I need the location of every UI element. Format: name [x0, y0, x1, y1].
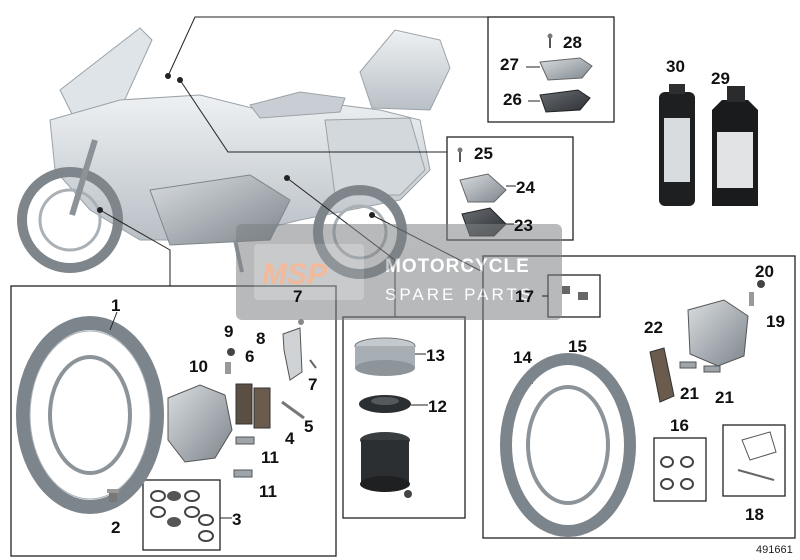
callout-7-top: 7	[293, 287, 302, 306]
part-22-brake-pad	[649, 347, 675, 403]
callout-15: 15	[568, 337, 587, 356]
part-1-brake-disc-front	[16, 316, 164, 514]
part-11-bolt-lower	[233, 469, 253, 478]
leader-dot	[369, 212, 375, 218]
part-28-screw	[547, 33, 553, 48]
callout-11-upper: 11	[261, 448, 279, 467]
part-12-dust-seal	[359, 395, 411, 413]
part-21-bolt-left	[679, 361, 697, 369]
callout-3: 3	[232, 510, 241, 529]
callout-11-lower: 11	[259, 482, 277, 501]
part-18-spring-kit	[737, 431, 777, 481]
part-13-piston	[354, 337, 416, 376]
callout-10: 10	[189, 357, 208, 376]
leader-line	[179, 79, 447, 153]
leader-dot	[97, 207, 103, 213]
part-30-spray-can	[659, 84, 695, 206]
part-29-brake-fluid-bottle	[712, 86, 758, 206]
part-caliper-front	[167, 384, 233, 463]
callout-9: 9	[224, 322, 233, 341]
frame-front-brake	[10, 285, 337, 557]
callout-6: 6	[245, 347, 254, 366]
part-7-clip	[309, 359, 317, 369]
part-11-bolt-upper	[235, 436, 255, 445]
callout-29: 29	[711, 69, 730, 88]
frame-master-cylinder-front	[487, 16, 615, 123]
callout-2: 2	[111, 518, 120, 537]
callout-22: 22	[644, 318, 663, 337]
callout-21-left: 21	[680, 384, 699, 403]
callout-8: 8	[256, 329, 265, 348]
part-21-bolt-right	[703, 365, 721, 373]
callout-25: 25	[474, 144, 493, 163]
part-25-screw	[457, 147, 463, 162]
callout-7-bottom: 7	[308, 375, 317, 394]
callout-4: 4	[285, 429, 295, 448]
callout-30: 30	[666, 57, 685, 76]
callout-27: 27	[500, 55, 519, 74]
part-3-seal-kit	[150, 490, 214, 542]
callouts: 1 2 3 4 5 6 7 7 8 9 10 11 11 12 13 14 15…	[111, 33, 785, 537]
document-id: 491661	[756, 544, 793, 556]
callout-23: 23	[514, 216, 533, 235]
callout-5: 5	[304, 417, 313, 436]
part-8-spring-plate	[282, 327, 303, 381]
leader-dot	[177, 77, 183, 83]
callout-28: 28	[563, 33, 582, 52]
leader-line	[99, 209, 171, 286]
part-6-brake-pads	[235, 383, 271, 429]
part-20-cap	[757, 280, 765, 288]
part-piston-boot	[360, 432, 412, 498]
callout-26: 26	[503, 90, 522, 109]
part-caliper-rear	[687, 299, 749, 367]
part-24-cover	[459, 173, 507, 203]
part-7-pin	[298, 319, 304, 325]
callout-18: 18	[745, 505, 764, 524]
leader-dot	[284, 175, 290, 181]
callout-16: 16	[670, 416, 689, 435]
part-15-brake-disc-rear	[500, 353, 636, 537]
callout-20: 20	[755, 262, 774, 281]
callout-14: 14	[513, 348, 532, 367]
part-17-bolts	[562, 286, 588, 300]
part-19-valve	[749, 292, 754, 306]
leader-line	[167, 16, 488, 77]
frame-part-3	[142, 479, 221, 551]
watermark: MSP MOTORCYCLE SPARE PARTS	[236, 224, 562, 320]
part-27-cover	[539, 57, 593, 81]
callout-12: 12	[428, 397, 447, 416]
callout-13: 13	[426, 346, 445, 365]
part-16-seal-kit	[660, 456, 694, 490]
callout-19: 19	[766, 312, 785, 331]
part-10-bleed-valve	[225, 362, 231, 374]
callout-1: 1	[111, 296, 120, 315]
part-26-seal	[539, 89, 591, 113]
frame-rear-brake	[482, 255, 796, 539]
frame-part-16	[653, 437, 707, 502]
watermark-logo: MSP	[262, 258, 328, 291]
watermark-line2: SPARE PARTS	[385, 285, 534, 304]
leader-line	[109, 311, 118, 331]
callout-24: 24	[516, 178, 535, 197]
callout-21-right: 21	[715, 388, 734, 407]
watermark-line1: MOTORCYCLE	[385, 256, 530, 277]
part-9-bleed-cap	[227, 348, 235, 356]
part-5-pin	[281, 400, 305, 420]
frame-part-18	[722, 424, 786, 497]
leader-dot	[165, 73, 171, 79]
part-2-bolt	[107, 489, 119, 502]
callout-17: 17	[515, 287, 534, 306]
